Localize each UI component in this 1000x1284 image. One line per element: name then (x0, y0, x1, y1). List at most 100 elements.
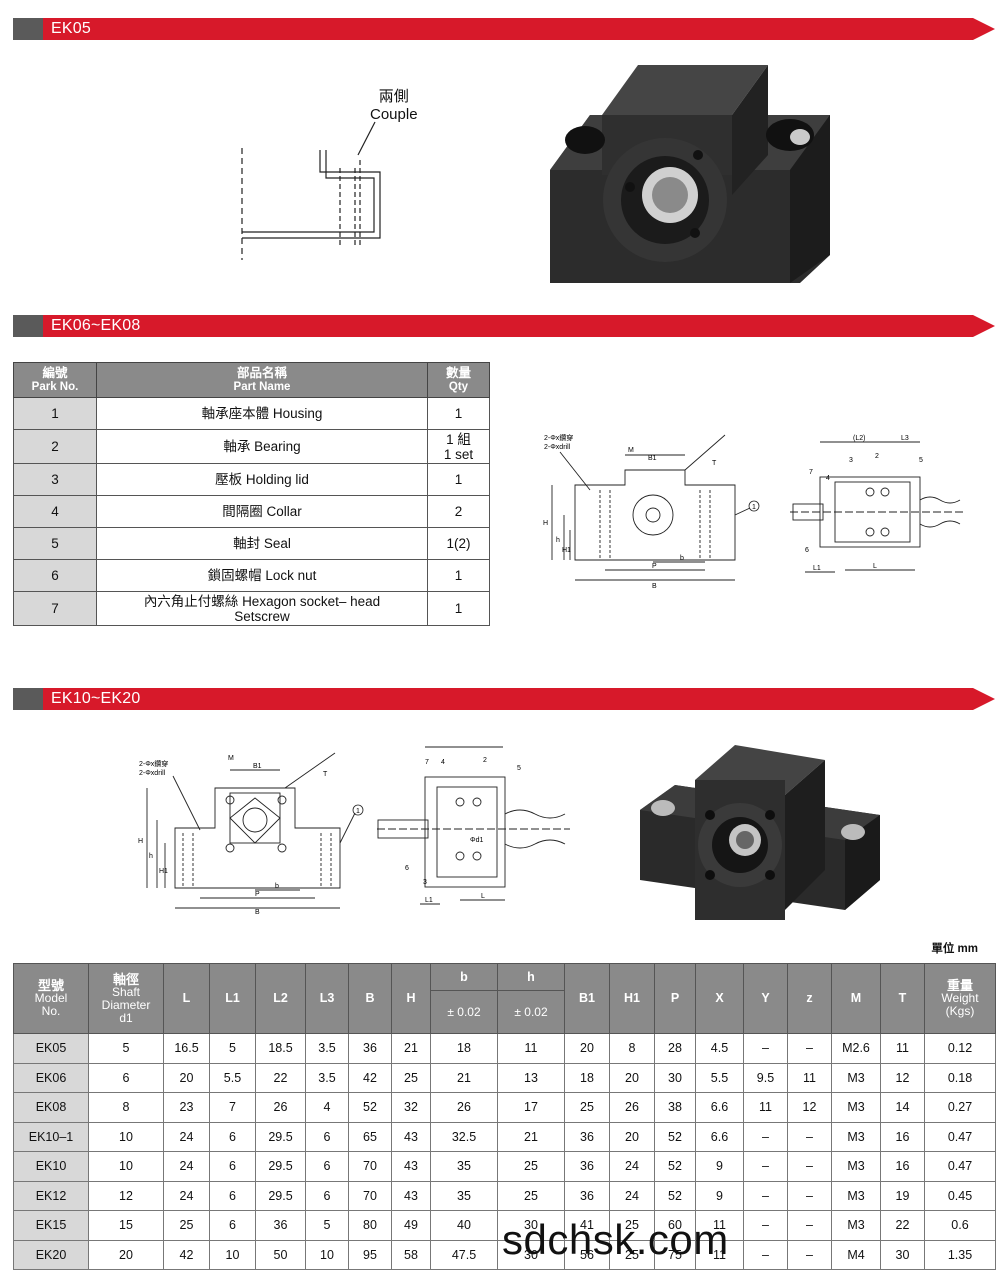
table-cell: 43 (391, 1180, 431, 1211)
table-cell: 29.5 (255, 1180, 306, 1211)
table-cell: 10 (209, 1239, 256, 1270)
part-qty-en: 1 set (443, 446, 474, 462)
header-shaft-en2: Diameter (101, 997, 151, 1012)
table-cell: 11 (787, 1062, 832, 1093)
table-cell: 22 (255, 1062, 306, 1093)
table-cell: M3 (831, 1092, 881, 1123)
table-cell: 4.5 (695, 1033, 744, 1064)
dim-B1: B1 (253, 763, 262, 770)
table-cell: 5 (305, 1210, 349, 1241)
header-name-zh: 部品名稱 (236, 366, 287, 380)
table-cell: 36 (564, 1180, 610, 1211)
section-banner-ek10-ek20: EK10~EK20 (13, 688, 995, 710)
part-name: 軸封 Seal (96, 527, 428, 560)
header-shaft: 軸徑 Shaft Diameter d1 (88, 963, 164, 1034)
table-cell: 49 (391, 1210, 431, 1241)
table-cell: 40 (430, 1210, 498, 1241)
dim-L1: L1 (425, 897, 433, 904)
table-cell: 24 (163, 1180, 210, 1211)
header-qty-en: Qty (448, 381, 469, 393)
banner-shape (13, 18, 995, 40)
banner-shape (13, 688, 995, 710)
table-cell: 16 (880, 1121, 925, 1152)
table-cell: 36 (564, 1151, 610, 1182)
table-cell: 41 (564, 1210, 610, 1241)
header-weight-en2: (Kgs) (945, 1004, 975, 1018)
header-weight: 重量 Weight (Kgs) (924, 963, 996, 1034)
table-cell: 21 (391, 1033, 431, 1064)
hole-label-zh: 2-Φx鑽穿 (139, 759, 168, 768)
table-cell: 6 (209, 1151, 256, 1182)
table-cell: 11 (880, 1033, 925, 1064)
table-cell: 60 (654, 1210, 696, 1241)
header-model-en1: Model (34, 991, 68, 1005)
table-cell: 25 (609, 1210, 655, 1241)
table-cell: 29.5 (255, 1151, 306, 1182)
table-cell: 20 (609, 1121, 655, 1152)
header-no: 編號 Park No. (13, 362, 97, 398)
callout-3: 3 (423, 879, 427, 886)
table-cell: 10 (88, 1151, 164, 1182)
dim-H1: H1 (159, 868, 168, 875)
ek10-side-drawing: 7 4 2 5 6 3 Φd1 L1 L (377, 746, 570, 905)
header-X: X (695, 963, 744, 1034)
model-cell: EK10 (13, 1151, 89, 1182)
dim-B1: B1 (648, 455, 657, 462)
header-model: 型號 Model No. (13, 963, 89, 1034)
table-cell: 36 (564, 1121, 610, 1152)
table-cell: 65 (348, 1121, 392, 1152)
part-name: 內六角止付螺絲 Hexagon socket– head Setscrew (96, 591, 428, 626)
header-T: T (880, 963, 925, 1034)
part-name: 壓板 Holding lid (96, 463, 428, 496)
table-cell: 43 (391, 1151, 431, 1182)
table-cell: 23 (163, 1092, 210, 1123)
header-M: M (831, 963, 881, 1034)
table-cell: 25 (564, 1092, 610, 1123)
part-name: 軸承 Bearing (96, 429, 428, 464)
table-cell: 26 (430, 1092, 498, 1123)
watermark: sdchsk.com (502, 1216, 729, 1263)
table-cell: 52 (348, 1092, 392, 1123)
part-no: 3 (13, 463, 97, 496)
table-cell: M3 (831, 1210, 881, 1241)
table-cell: 6 (88, 1062, 164, 1093)
model-cell: EK06 (13, 1062, 89, 1093)
part-qty: 1 (427, 463, 490, 496)
couple-label-zh: 兩側 (378, 88, 409, 105)
dim-L: L (873, 563, 877, 570)
callout-3: 3 (849, 457, 853, 464)
header-weight-en1: Weight (941, 991, 979, 1005)
header-b: b (430, 963, 498, 991)
table-cell: 20 (163, 1062, 210, 1093)
table-cell: 11 (695, 1210, 744, 1241)
table-cell: – (743, 1033, 788, 1064)
part-no: 5 (13, 527, 97, 560)
table-cell: 25 (497, 1180, 565, 1211)
table-cell: 12 (880, 1062, 925, 1093)
table-cell: 12 (88, 1180, 164, 1211)
part-name-line2: Setscrew (234, 608, 290, 624)
table-cell: M3 (831, 1121, 881, 1152)
dim-b: b (680, 555, 684, 562)
table-cell: 30 (497, 1210, 565, 1241)
table-cell: 18 (564, 1062, 610, 1093)
table-cell: 80 (348, 1210, 392, 1241)
table-cell: 32 (391, 1092, 431, 1123)
table-cell: 3.5 (305, 1062, 349, 1093)
header-P: P (654, 963, 696, 1034)
header-shaft-zh: 軸徑 (112, 971, 139, 987)
dim-P: P (652, 563, 657, 570)
table-cell: 11 (497, 1033, 565, 1064)
callout-6: 6 (805, 547, 809, 554)
table-cell: 38 (654, 1092, 696, 1123)
ek10-product-image (640, 745, 880, 920)
table-cell: 30 (880, 1239, 925, 1270)
header-z: z (787, 963, 832, 1034)
callout-4: 4 (441, 759, 445, 766)
dim-T: T (323, 771, 328, 778)
header-L: L (163, 963, 210, 1034)
spec-table: 型號 Model No. 軸徑 Shaft Diameter d1 L L1 L… (13, 963, 996, 1270)
table-cell: – (787, 1151, 832, 1182)
header-shaft-en1: Shaft (111, 984, 141, 999)
